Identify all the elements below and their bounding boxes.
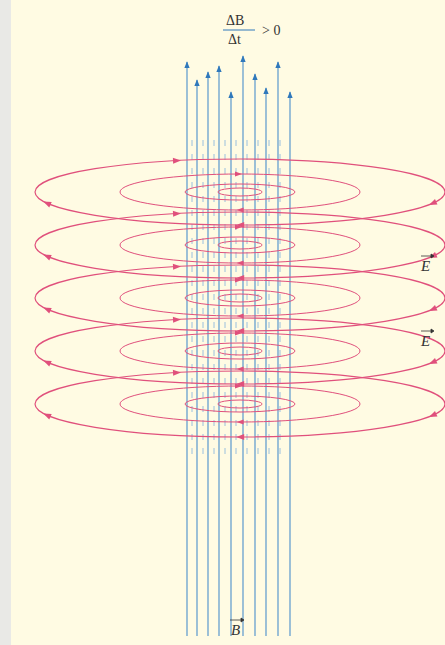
rate-label: Δt: [228, 33, 241, 47]
vector-arrow: [230, 254, 434, 622]
field-label: E: [421, 334, 430, 349]
field-label: B: [231, 623, 240, 638]
fraction-bar: [223, 30, 255, 31]
rate-label: ΔB: [226, 14, 244, 28]
electric-field-loops: [35, 157, 445, 440]
rate-label: > 0: [262, 24, 280, 38]
magnetic-field-lines: [187, 56, 290, 636]
field-label: E: [421, 259, 430, 274]
